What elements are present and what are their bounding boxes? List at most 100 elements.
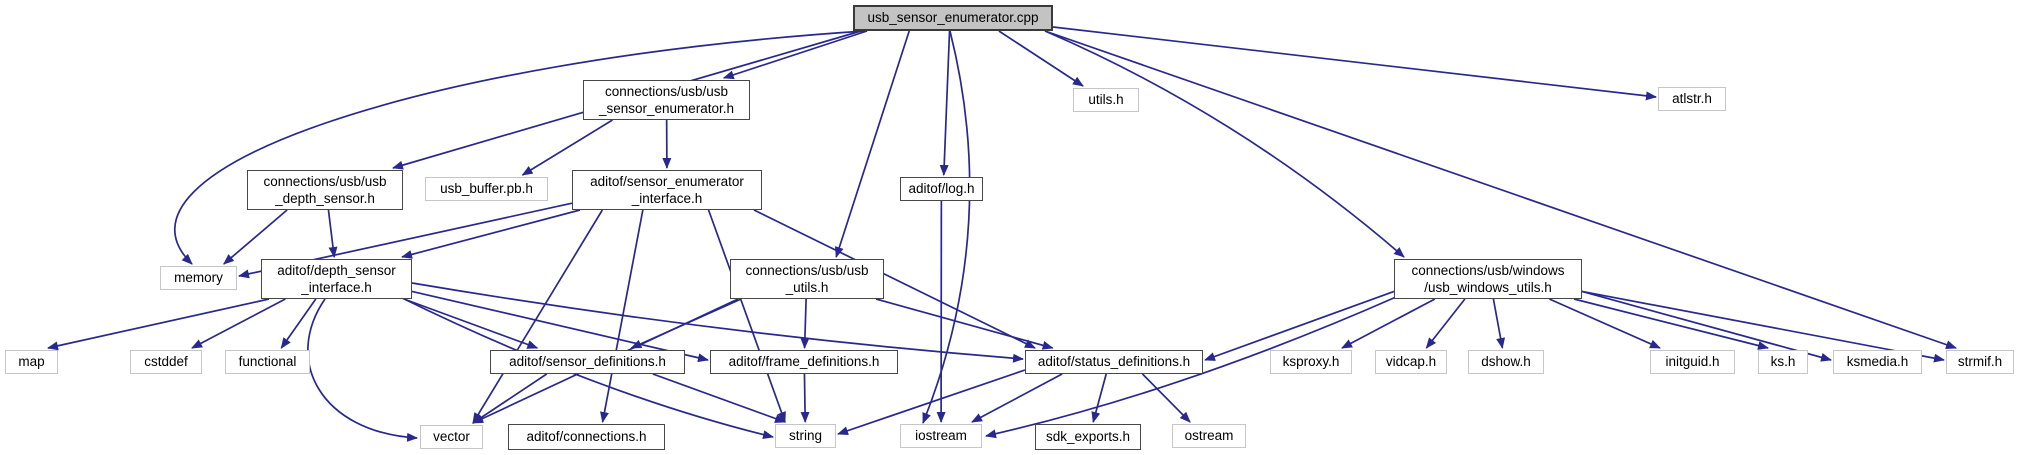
- node-ks_h: ks.h: [1758, 350, 1808, 374]
- edge-status_defs-iostream: [971, 373, 1063, 423]
- node-ostream: ostream: [1172, 424, 1246, 448]
- edge-winutils-strmif: [1581, 290, 1945, 363]
- node-label: aditof/frame_definitions.h: [728, 354, 880, 370]
- node-label: functional: [238, 354, 297, 370]
- edge-usb_depth-depth_iface: [327, 209, 338, 258]
- node-connections[interactable]: aditof/connections.h: [508, 424, 665, 450]
- node-status_defs[interactable]: aditof/status_definitions.h: [1025, 350, 1203, 374]
- node-label: _interface.h: [631, 191, 703, 206]
- edge-winutils-ksmedia: [1581, 290, 1832, 362]
- node-ksmedia: ksmedia.h: [1833, 350, 1922, 374]
- node-iostream: iostream: [900, 424, 982, 448]
- edge-depth_iface-frame_defs: [411, 290, 709, 363]
- node-label: vector: [433, 429, 470, 445]
- edge-status_defs-sdk_exports: [1091, 373, 1108, 423]
- node-label: string: [788, 428, 822, 444]
- node-label: aditof/depth_sensor: [277, 262, 396, 278]
- edge-winutils-iostream: [985, 296, 1397, 439]
- node-label: atlstr.h: [1672, 91, 1712, 107]
- node-strmif: strmif.h: [1946, 350, 2014, 374]
- node-vidcap: vidcap.h: [1375, 350, 1447, 374]
- node-label: ostream: [1184, 428, 1234, 444]
- edge-cpp-iostream: [922, 30, 971, 424]
- node-label: aditof/sensor_enumerator: [590, 173, 744, 189]
- edge-cpp-atlstr_h: [1052, 26, 1657, 101]
- node-label: ksproxy.h: [1282, 354, 1340, 370]
- node-label: sdk_exports.h: [1045, 429, 1131, 445]
- node-ksproxy: ksproxy.h: [1270, 350, 1352, 374]
- node-label: aditof/log.h: [908, 181, 975, 197]
- node-label: aditof/sensor_definitions.h: [509, 354, 666, 370]
- node-cstddef: cstddef: [130, 350, 202, 374]
- node-label: ks.h: [1770, 354, 1796, 370]
- node-label: _sensor_enumerator.h: [598, 101, 735, 116]
- node-label: utils.h: [1088, 92, 1124, 108]
- edge-winutils-status_defs: [1204, 290, 1395, 361]
- node-label: initguid.h: [1665, 354, 1720, 370]
- edge-sensor_enum_iface-string: [707, 209, 786, 423]
- edge-usb_utils-frame_defs: [800, 298, 810, 349]
- edge-cpp-winutils: [1044, 30, 1405, 258]
- node-sensor_enum_iface[interactable]: aditof/sensor_enumerator _interface.h: [572, 170, 762, 210]
- node-usb_buffer: usb_buffer.pb.h: [425, 177, 548, 201]
- node-vector: vector: [420, 425, 483, 449]
- node-sensor_defs[interactable]: aditof/sensor_definitions.h: [490, 350, 685, 374]
- node-label: ksmedia.h: [1846, 354, 1909, 370]
- node-label: cstddef: [144, 354, 188, 370]
- node-initguid: initguid.h: [1650, 350, 1735, 374]
- edge-sensor_enum_iface-depth_iface: [401, 209, 581, 259]
- node-atlstr_h: atlstr.h: [1658, 87, 1726, 111]
- node-label: strmif.h: [1957, 354, 2003, 370]
- node-label: vidcap.h: [1385, 354, 1437, 370]
- node-usb_depth[interactable]: connections/usb/usb _depth_sensor.h: [247, 170, 403, 210]
- edge-usb_depth-memory: [223, 209, 288, 265]
- node-label: usb_sensor_enumerator.cpp: [867, 10, 1039, 26]
- node-functional: functional: [225, 350, 310, 374]
- edge-sensor_enum_iface-vector: [472, 209, 604, 424]
- edge-sensor_defs-string: [652, 373, 786, 423]
- node-label: /usb_windows_utils.h: [1424, 280, 1552, 295]
- edge-cpp-usb_utils: [834, 30, 911, 258]
- node-label: _utils.h: [785, 280, 829, 295]
- node-label: connections/usb/usb: [604, 83, 729, 99]
- node-label: connections/usb/windows: [1411, 262, 1565, 278]
- edge-depth_iface-sensor_defs: [403, 298, 539, 349]
- node-winutils[interactable]: connections/usb/windows/usb_windows_util…: [1394, 259, 1582, 299]
- node-usb_utils[interactable]: connections/usb/usb _utils.h: [730, 259, 884, 299]
- node-usb_sensor_enum_h[interactable]: connections/usb/usb _sensor_enumerator.h: [583, 80, 750, 120]
- node-label: map: [18, 354, 45, 370]
- node-sdk_exports[interactable]: sdk_exports.h: [1035, 424, 1141, 450]
- node-label: iostream: [915, 428, 967, 444]
- edge-status_defs-ostream: [1141, 373, 1191, 423]
- node-frame_defs[interactable]: aditof/frame_definitions.h: [710, 350, 898, 374]
- node-string: string: [775, 424, 836, 448]
- edge-winutils-vidcap: [1425, 298, 1466, 349]
- node-label: connections/usb/usb: [263, 173, 387, 189]
- node-map: map: [5, 350, 58, 374]
- edge-depth_iface-functional: [280, 298, 317, 349]
- node-label: aditof/connections.h: [526, 429, 647, 445]
- edge-winutils-initguid: [1549, 298, 1661, 349]
- edge-winutils-ks_h: [1573, 298, 1769, 350]
- edge-status_defs-string: [837, 369, 1026, 436]
- node-label: usb_buffer.pb.h: [440, 181, 533, 197]
- edge-usb_utils-status_defs: [875, 298, 1054, 350]
- node-depth_iface[interactable]: aditof/depth_sensor_interface.h: [261, 259, 412, 299]
- edge-winutils-dshow: [1492, 298, 1506, 349]
- node-dshow: dshow.h: [1468, 350, 1544, 374]
- node-label: dshow.h: [1481, 354, 1531, 370]
- node-label: _depth_sensor.h: [275, 191, 375, 206]
- edge-winutils-ksproxy: [1341, 298, 1436, 349]
- edge-depth_iface-map: [47, 298, 270, 351]
- node-utils_h: utils.h: [1073, 88, 1139, 112]
- edge-frame_defs-string: [800, 373, 810, 423]
- edge-depth_iface-status_defs: [411, 282, 1024, 363]
- node-label: memory: [174, 270, 223, 286]
- node-label: connections/usb/usb: [745, 262, 869, 278]
- edge-cpp-utils_h: [998, 30, 1084, 87]
- edge-sensor_enum_iface-status_defs: [753, 209, 1036, 349]
- node-log_h[interactable]: aditof/log.h: [900, 177, 983, 201]
- edge-cpp-memory: [174, 30, 866, 265]
